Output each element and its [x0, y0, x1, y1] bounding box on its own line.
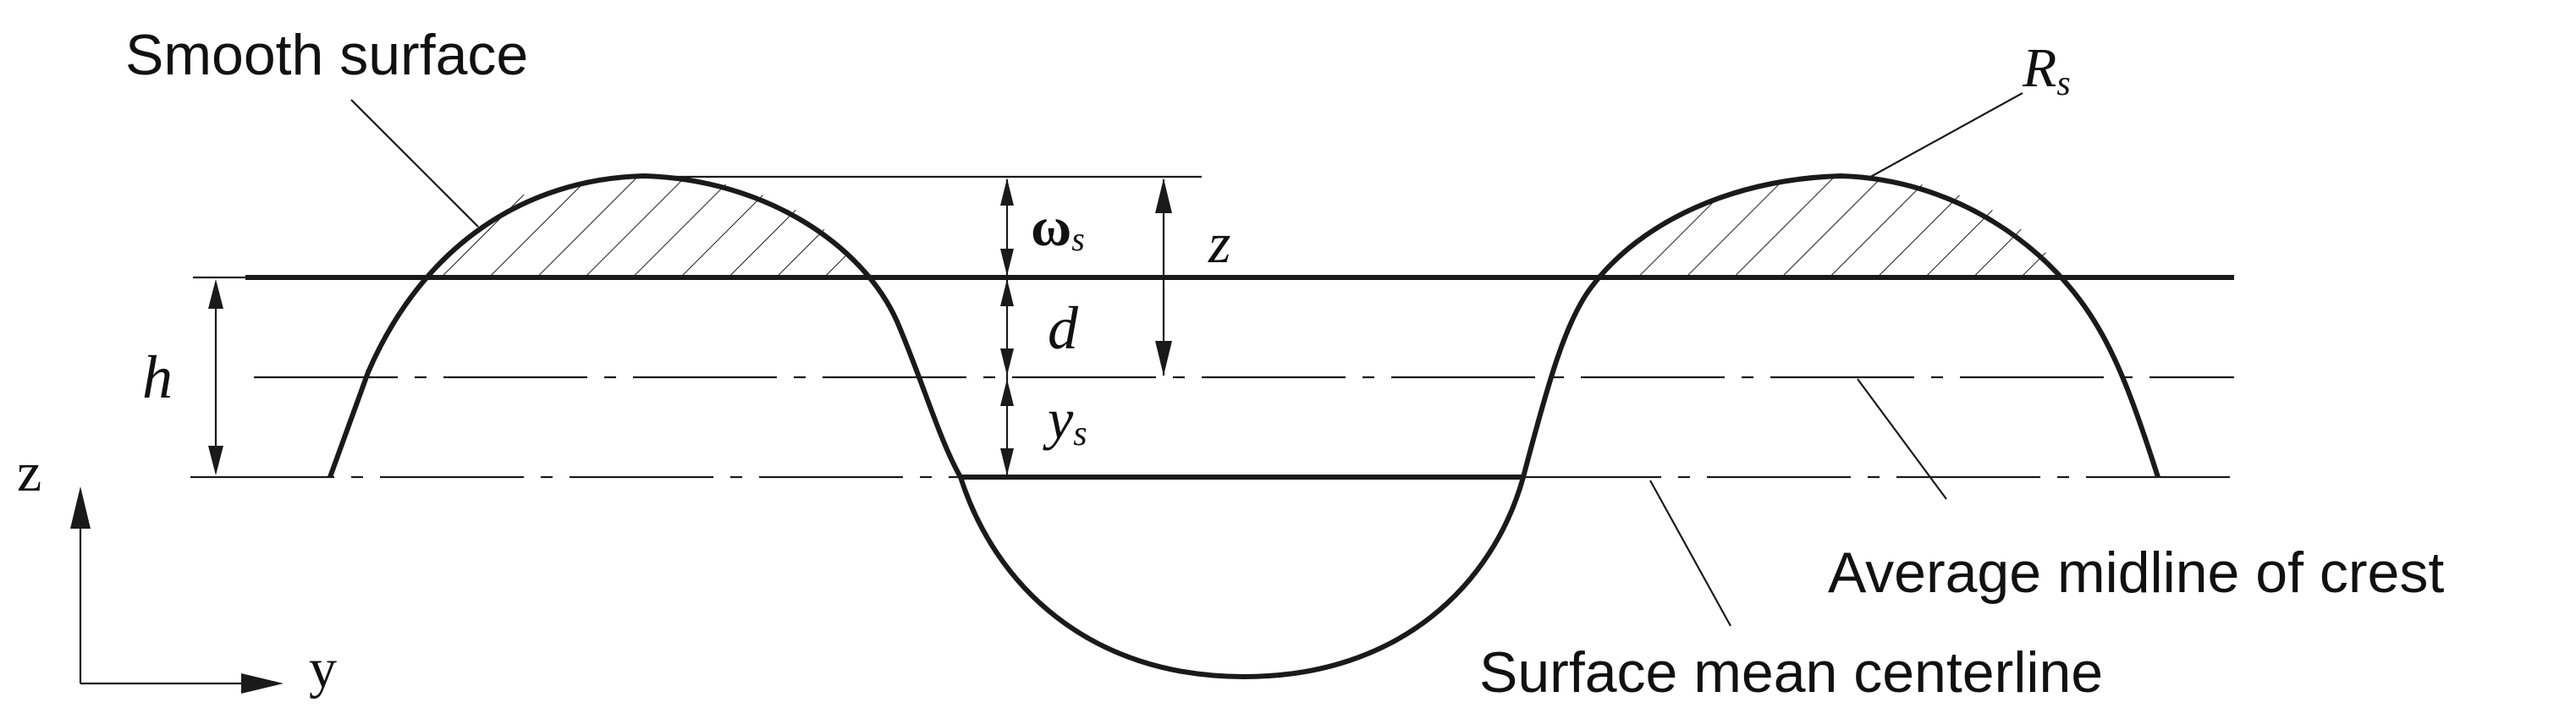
surface-centerline-leader: [1649, 480, 1731, 627]
ys-label: ys: [1043, 387, 1087, 453]
rough-surface-profile: [328, 173, 2160, 680]
omega-arrow-down: [1000, 249, 1014, 276]
z-arrow-up: [1155, 178, 1172, 213]
surface-centerline-label: Surface mean centerline: [1479, 640, 2103, 705]
ys-arrow-down: [1000, 448, 1014, 475]
d-arrow-down: [1000, 349, 1014, 376]
axis-y-label: y: [309, 638, 337, 700]
average-midline-label: Average midline of crest: [1828, 541, 2444, 605]
smooth-surface-label: Smooth surface: [125, 23, 528, 87]
z-arrow-down: [1155, 341, 1172, 376]
axis-z-arrow-icon: [70, 486, 91, 529]
rs-leader: [1865, 92, 2023, 180]
smooth-surface-leader: [350, 99, 479, 228]
h-label: h: [142, 343, 173, 411]
axis-z-label: z: [17, 442, 41, 503]
rs-label: Rs: [2022, 37, 2071, 103]
h-arrow-up: [208, 279, 223, 309]
d-arrow-up: [1000, 279, 1014, 306]
ys-arrow-up: [1000, 379, 1014, 406]
z-dimension-label: z: [1208, 211, 1230, 275]
omega-s-label: ωs: [1031, 196, 1085, 258]
d-label: d: [1048, 294, 1079, 362]
average-midline-leader: [1857, 378, 1947, 500]
axis-y-arrow-icon: [241, 673, 283, 694]
h-arrow-down: [208, 446, 223, 475]
omega-arrow-up: [1000, 178, 1014, 206]
